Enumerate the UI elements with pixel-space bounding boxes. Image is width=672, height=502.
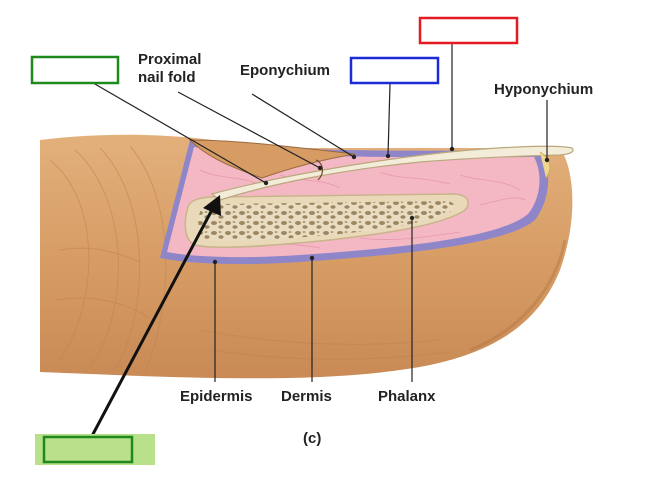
answer-box-green-top[interactable] [30, 55, 120, 85]
leader-blue-box [387, 83, 391, 157]
leader-proximal-nail-fold [177, 91, 321, 169]
label-phalanx: Phalanx [378, 388, 436, 405]
leader-lines [87, 44, 550, 382]
pointer-arrow [90, 195, 221, 437]
label-hyponychium: Hyponychium [494, 81, 593, 98]
label-dermis: Dermis [281, 388, 332, 405]
label-eponychium: Eponychium [240, 62, 330, 79]
label-panel: (c) [303, 430, 321, 447]
label-proximal-line1: Proximal [138, 51, 201, 68]
leader-green-box [87, 79, 267, 184]
label-proximal-line2: nail fold [138, 69, 196, 86]
answer-box-blue[interactable] [349, 56, 440, 85]
answer-box-green-bottom[interactable] [42, 435, 134, 464]
leader-eponychium [251, 93, 355, 158]
nail-plate [188, 139, 574, 201]
label-epidermis: Epidermis [180, 388, 253, 405]
answer-box-red[interactable] [418, 16, 519, 45]
